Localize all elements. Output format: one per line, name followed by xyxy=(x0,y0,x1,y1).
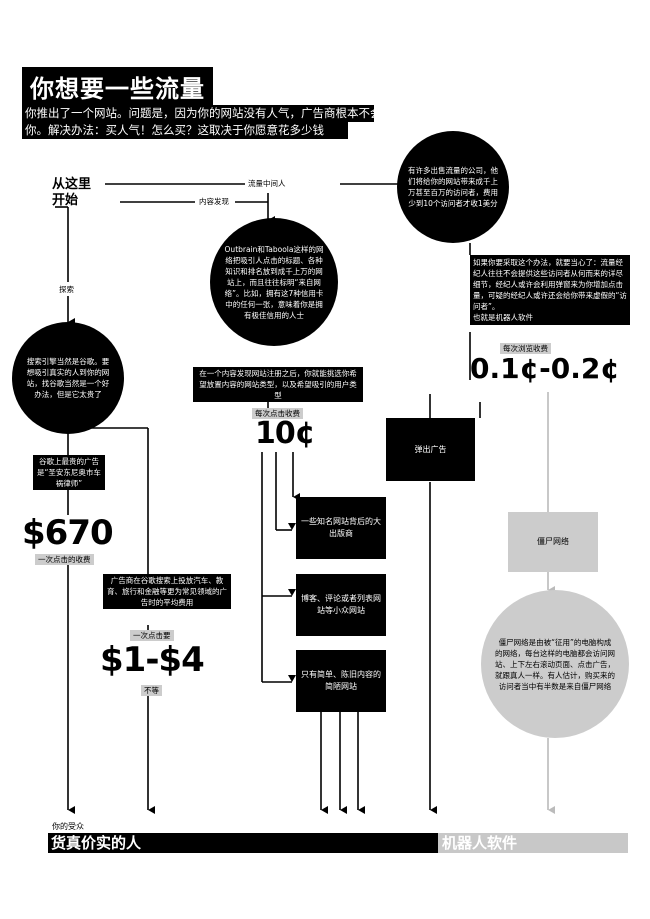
publisher-box-large: 一些知名网站背后的大出版商 xyxy=(296,497,386,559)
middleman-price-caption: 每次浏览收费 xyxy=(500,343,551,354)
search-note-1: 谷歌上最贵的广告是“圣安东尼奥市车祸律师” xyxy=(33,455,105,490)
zombie-network-circle: 僵尸网络是由被“征用”的电脑构成的网络，每台这样的电脑都会访问网站、上下左右滚动… xyxy=(481,590,629,738)
search-caption-2-bottom: 不等 xyxy=(141,685,162,696)
audience-label: 你的受众 xyxy=(52,822,84,831)
audience-bot-label: 机器人软件 xyxy=(442,834,518,852)
search-note-2: 广告商在谷歌搜索上投放汽车、教育、旅行和金融等更为常见领域的广告时的平均费用 xyxy=(103,574,231,609)
audience-bot-bar: 机器人软件 xyxy=(438,833,628,853)
publisher-box-shoddy: 只有简单、陈旧内容的简陋网站 xyxy=(296,650,386,712)
middleman-note: 如果你要采取这个办法，就要当心了：流量经纪人往往不会提供这些访问者从何而来的详尽… xyxy=(470,255,630,325)
content-price-caption: 每次点击收费 xyxy=(252,408,303,419)
publisher-box-niche: 博客、评论或者列表网站等小众网站 xyxy=(296,574,386,636)
search-price-1: $670 xyxy=(22,513,114,553)
content-discovery-circle-text: Outbrain和Taboola这样的网络把吸引人点击的标题、各种知识和排名放到… xyxy=(224,244,324,320)
content-discovery-circle: Outbrain和Taboola这样的网络把吸引人点击的标题、各种知识和排名放到… xyxy=(210,218,338,346)
search-circle-text: 搜索引擎当然是谷歌。要想吸引真实的人到你的网站，找谷歌当然是一个好办法，但是它太… xyxy=(26,357,110,399)
search-caption-2-top: 一次点击要 xyxy=(130,630,174,641)
intro-line-2: 你。解决办法：买人气！怎么买？这取决于你愿意花多少钱 xyxy=(22,122,348,139)
branch-label-middleman: 流量中间人 xyxy=(248,179,286,188)
page-title: 你想要一些流量 xyxy=(22,67,213,106)
search-circle: 搜索引擎当然是谷歌。要想吸引真实的人到你的网站，找谷歌当然是一个好办法，但是它太… xyxy=(12,322,124,434)
branch-label-search: 探索 xyxy=(59,285,74,294)
start-label: 从这里 开始 xyxy=(52,177,92,208)
branch-label-content-discovery: 内容发现 xyxy=(199,197,229,206)
search-caption-1: 一次点击的收费 xyxy=(35,554,94,565)
content-price: 10¢ xyxy=(255,416,316,451)
middleman-price: 0.1¢-0.2¢ xyxy=(470,352,620,385)
zombie-network-circle-text: 僵尸网络是由被“征用”的电脑构成的网络，每台这样的电脑都会访问网站、上下左右滚动… xyxy=(495,637,615,691)
content-discovery-note: 在一个内容发现网站注册之后，你就能挑选你希望放置内容的网站类型，以及希望吸引的用… xyxy=(193,367,363,402)
middleman-circle-text: 有许多出售流量的公司，他们将给你的网站带来成千上万甚至百万的访问者，费用少到10… xyxy=(408,166,498,208)
intro-line-1: 你推出了一个网站。问题是，因为你的网站没有人气，广告商根本不会搭理 xyxy=(22,105,405,122)
zombie-network-box: 僵尸网络 xyxy=(508,512,598,572)
audience-real-label: 货真价实的人 xyxy=(51,834,142,852)
popup-ads-box: 弹出广告 xyxy=(386,418,475,481)
search-price-2: $1-$4 xyxy=(100,640,205,680)
middleman-circle: 有许多出售流量的公司，他们将给你的网站带来成千上万甚至百万的访问者，费用少到10… xyxy=(397,131,509,243)
audience-real-bar: 货真价实的人 xyxy=(48,833,438,853)
